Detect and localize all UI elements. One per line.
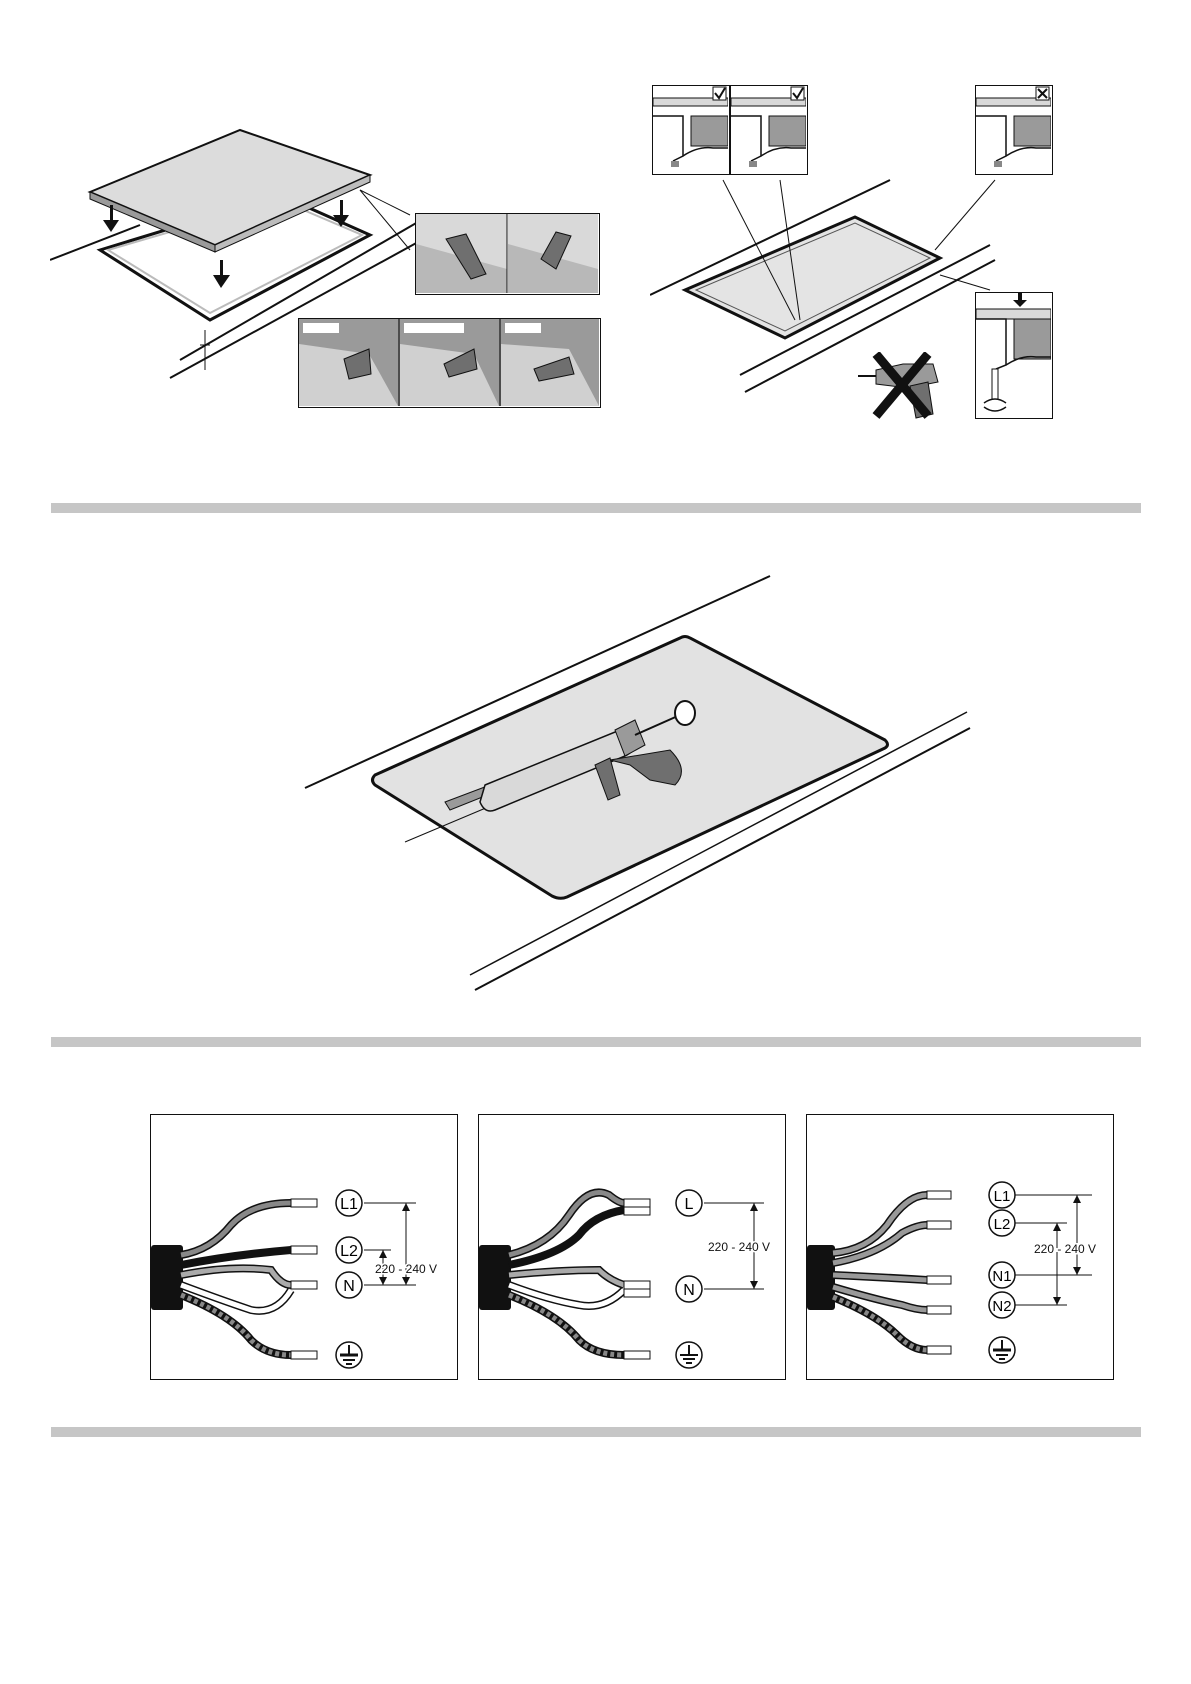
section-separator [51, 503, 1141, 513]
terminal-label: N1 [992, 1268, 1011, 1285]
terminal-label: L [685, 1196, 694, 1213]
seal-detail-ok-1 [652, 85, 730, 175]
terminal-label: L2 [994, 1216, 1011, 1233]
terminal-label: N [343, 1278, 355, 1295]
ground-symbol-icon [336, 1342, 362, 1368]
screw-fixing-detail [975, 292, 1053, 419]
cross-icon [1036, 87, 1049, 100]
wiring-panel-3: L1 L2 N1 N2 220 - 240 V [806, 1114, 1114, 1380]
voltage-label: 220 - 240 V [375, 1262, 437, 1276]
ground-symbol-icon [989, 1337, 1015, 1363]
check-icon [791, 87, 804, 100]
terminal-label: N2 [992, 1298, 1011, 1315]
clip-detail-panel [415, 213, 600, 295]
terminal-label: L1 [340, 1196, 358, 1213]
terminal-label: L1 [994, 1188, 1011, 1205]
wiring-panel-1: L1 L2 N 220 - 240 V [150, 1114, 458, 1380]
voltage-label: 220 - 240 V [1034, 1242, 1096, 1256]
terminal-label: L2 [340, 1243, 358, 1260]
clip-position-panel [298, 318, 601, 408]
section-separator [51, 1037, 1141, 1047]
no-power-drill-icon [858, 352, 958, 422]
seal-detail-bad [975, 85, 1053, 175]
wiring-panel-2: L N 220 - 240 V [478, 1114, 786, 1380]
silicone-sealing-illustration [290, 570, 990, 1000]
terminal-label: N [683, 1282, 695, 1299]
section-separator [51, 1427, 1141, 1437]
voltage-label: 220 - 240 V [708, 1240, 770, 1254]
down-arrow-icon [1013, 293, 1027, 307]
ground-symbol-icon [676, 1342, 702, 1368]
check-icon [713, 87, 726, 100]
seal-detail-ok-2 [730, 85, 808, 175]
